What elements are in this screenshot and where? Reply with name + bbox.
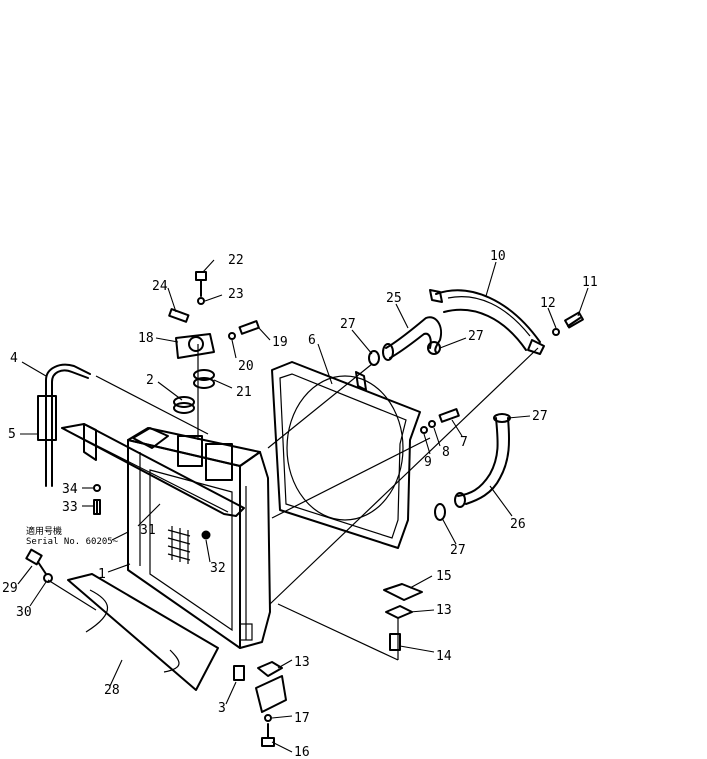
washer-17 xyxy=(264,714,272,722)
bolt-7 xyxy=(438,408,460,423)
callout-13-bottom: 13 xyxy=(294,655,310,670)
callout-17: 17 xyxy=(294,711,310,726)
callout-25: 25 xyxy=(386,291,402,306)
bolt-24 xyxy=(168,308,190,323)
drain-pipe xyxy=(45,363,91,487)
serial-note-title: 適用号機 xyxy=(26,525,62,537)
callout-33: 33 xyxy=(62,500,78,515)
callout-4: 4 xyxy=(10,351,18,366)
callout-7: 7 xyxy=(460,435,468,450)
callout-32: 32 xyxy=(210,561,226,576)
washer-34 xyxy=(93,484,101,492)
callout-5: 5 xyxy=(8,427,16,442)
upper-pipe xyxy=(429,289,545,355)
callout-29: 29 xyxy=(2,581,18,596)
callout-16: 16 xyxy=(294,745,310,759)
bolt-29 xyxy=(25,548,47,575)
callout-9: 9 xyxy=(424,455,432,470)
drain-cock xyxy=(233,665,245,681)
callout-2: 2 xyxy=(146,373,154,388)
mount-cushion-13-bottom xyxy=(257,661,283,677)
callout-11: 11 xyxy=(582,275,598,290)
callout-31: 31 xyxy=(140,523,156,538)
mount-cushion-15 xyxy=(383,583,423,601)
callout-19: 19 xyxy=(272,335,288,350)
filler-neck-bracket xyxy=(175,333,215,359)
fan-shroud xyxy=(271,361,421,549)
washer-12 xyxy=(552,328,560,336)
callout-26: 26 xyxy=(510,517,526,532)
assembly-axis-lines xyxy=(47,344,539,661)
bolt-33 xyxy=(93,499,101,515)
callout-23: 23 xyxy=(228,287,244,302)
callout-27-upper-left: 27 xyxy=(340,317,356,332)
callout-27-upper-right: 27 xyxy=(468,329,484,344)
callout-8: 8 xyxy=(442,445,450,460)
top-guard-plate xyxy=(61,423,245,517)
serial-note-number: Serial No. 60205~ xyxy=(26,537,119,547)
callout-6: 6 xyxy=(308,333,316,348)
washer-30 xyxy=(43,573,53,583)
clamp xyxy=(37,395,57,441)
bolt-19 xyxy=(238,320,260,335)
callout-21: 21 xyxy=(236,385,252,400)
washer-8 xyxy=(428,420,436,428)
radiator-assembly xyxy=(127,427,271,649)
cap-21 xyxy=(193,369,215,389)
callout-10: 10 xyxy=(490,249,506,264)
mount-plate xyxy=(255,675,287,713)
leader-lines xyxy=(17,259,589,753)
under-cover xyxy=(67,573,219,691)
grille-mesh xyxy=(167,526,211,564)
callout-14: 14 xyxy=(436,649,452,664)
callout-20: 20 xyxy=(238,359,254,374)
callout-12: 12 xyxy=(540,296,556,311)
washer-20 xyxy=(228,332,236,340)
callout-27-right: 27 xyxy=(532,409,548,424)
callout-30: 30 xyxy=(16,605,32,620)
lower-pipe xyxy=(434,413,511,521)
bolt-11 xyxy=(564,311,584,329)
bolt-22 xyxy=(195,271,207,297)
serial-note: 適用号機 Serial No. 60205~ xyxy=(26,525,129,547)
washer-23 xyxy=(197,297,205,305)
collar-14 xyxy=(389,633,401,651)
callout-3: 3 xyxy=(218,701,226,716)
callout-labels: 22 24 23 10 11 25 12 18 19 27 27 6 20 4 … xyxy=(2,249,598,759)
callout-22: 22 xyxy=(228,253,244,268)
callout-13-right: 13 xyxy=(436,603,452,618)
bolt-16 xyxy=(261,723,275,747)
callout-34: 34 xyxy=(62,482,78,497)
callout-18: 18 xyxy=(138,331,154,346)
mount-cushion-13-right xyxy=(385,605,413,619)
callout-15: 15 xyxy=(436,569,452,584)
cap-2 xyxy=(173,396,195,414)
callout-1: 1 xyxy=(98,567,106,582)
callout-28: 28 xyxy=(104,683,120,698)
washer-9 xyxy=(420,426,428,434)
callout-27-lower: 27 xyxy=(450,543,466,558)
callout-24: 24 xyxy=(152,279,168,294)
upper-hose xyxy=(368,316,442,366)
